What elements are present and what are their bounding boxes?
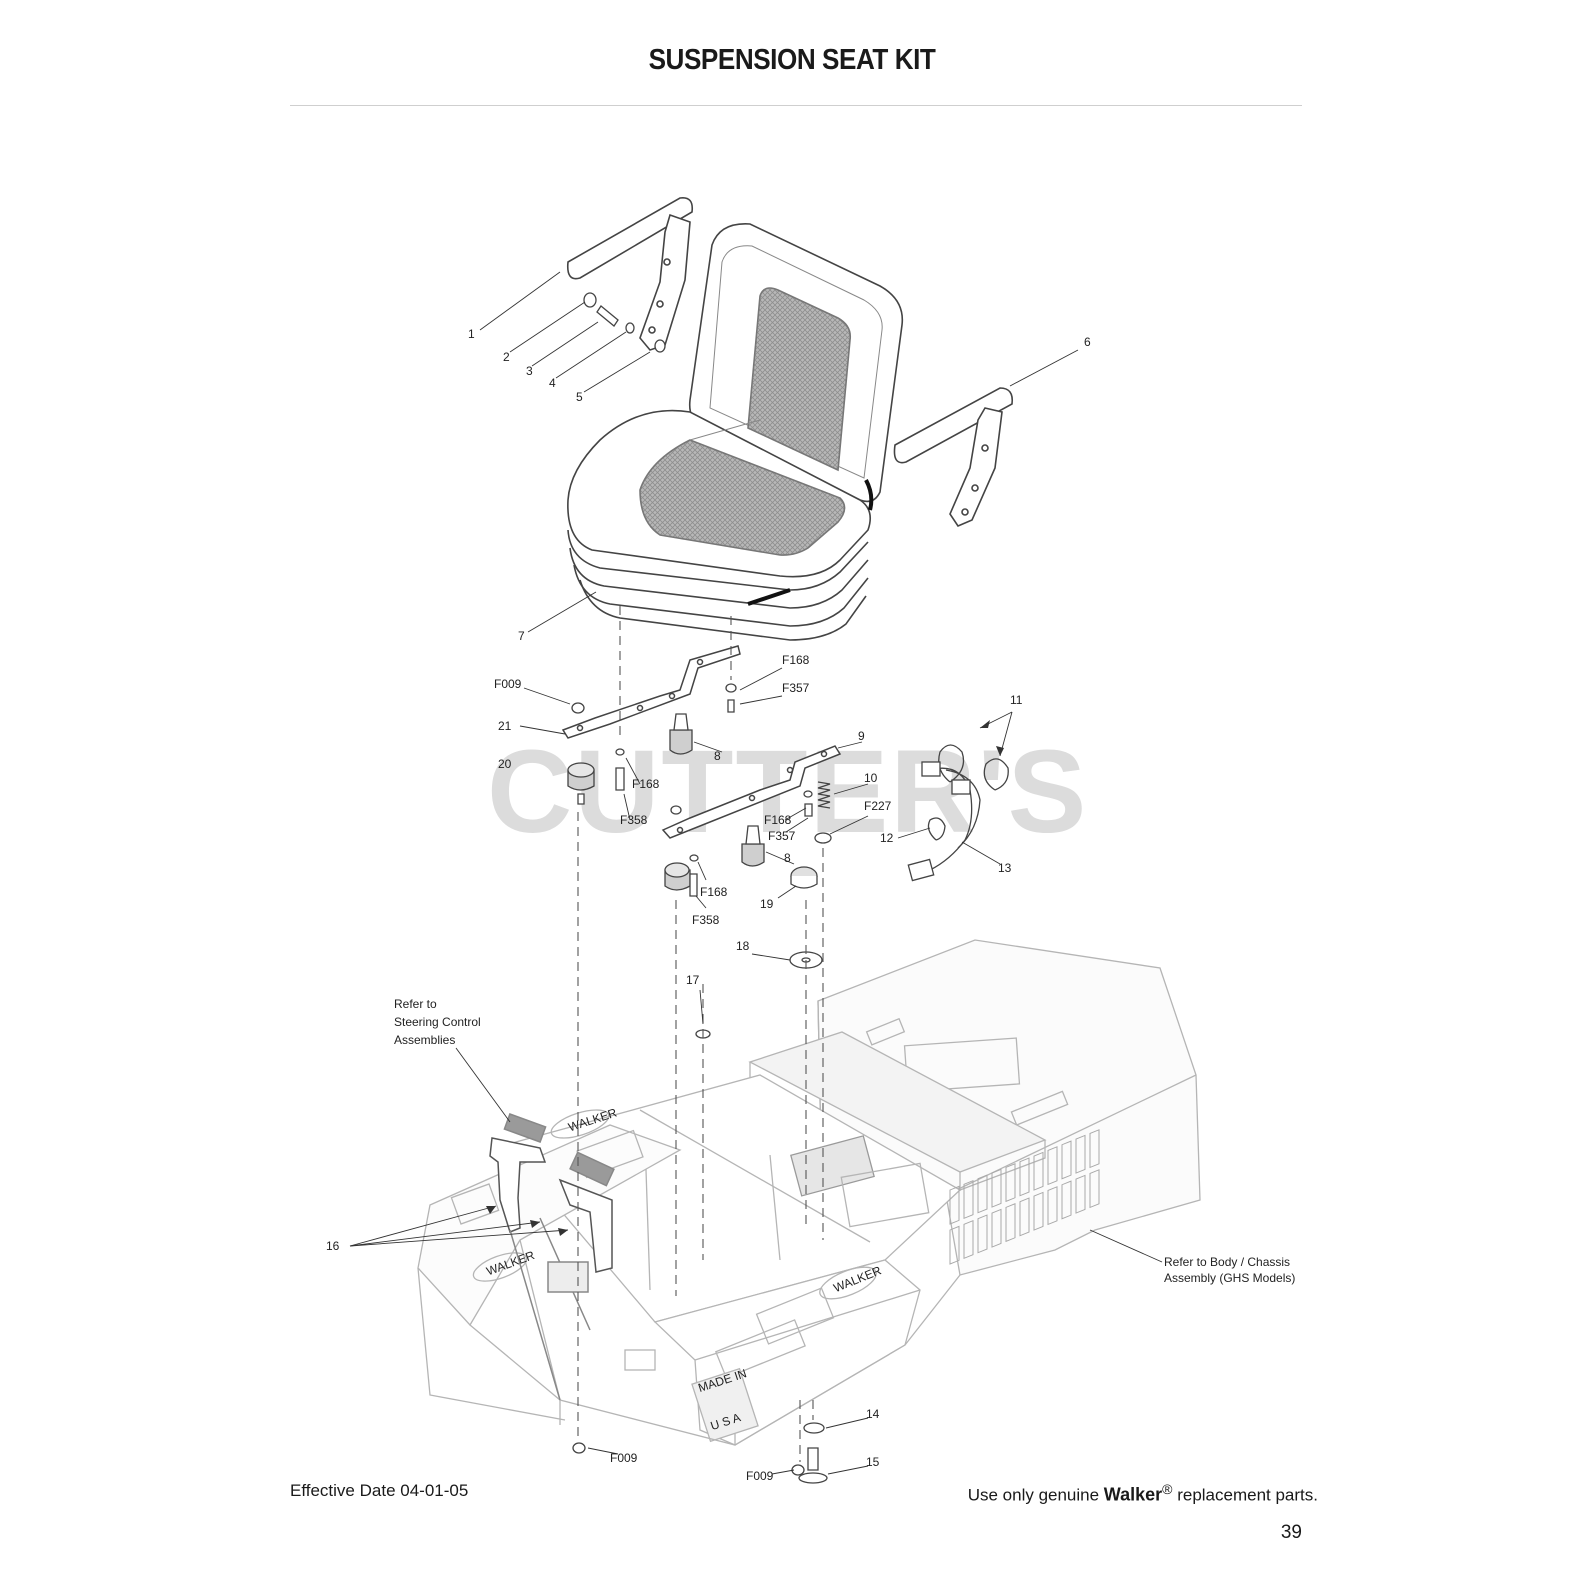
callout-16: 16	[326, 1239, 340, 1253]
note-body-line-2: Assembly (GHS Models)	[1164, 1271, 1295, 1285]
callout-f168-bottom: F168	[700, 885, 728, 899]
callout-3: 3	[526, 364, 533, 378]
genuine-prefix: Use only genuine	[967, 1485, 1104, 1505]
callout-2: 2	[503, 350, 510, 364]
note-steering-line-1: Refer to	[394, 997, 437, 1011]
callout-f009-bottom-right: F009	[746, 1469, 774, 1483]
genuine-parts-notice: Use only genuine Walker® replacement par…	[968, 1481, 1318, 1506]
note-body-line-1: Refer to Body / Chassis	[1164, 1255, 1290, 1269]
callout-f357-top: F357	[782, 681, 810, 695]
chassis-body	[417, 939, 1201, 1446]
brand-name: Walker	[1103, 1484, 1163, 1505]
callout-10: 10	[864, 771, 878, 785]
callout-f168-left: F168	[632, 777, 660, 791]
callout-f168-top: F168	[782, 653, 810, 667]
callout-12: 12	[880, 831, 894, 845]
armrest-right	[893, 387, 1014, 527]
reference-notes: Refer to Steering Control Assemblies Ref…	[394, 997, 1295, 1285]
callout-f227: F227	[864, 799, 892, 813]
callout-13: 13	[998, 861, 1012, 875]
armrest-hardware	[583, 292, 666, 353]
callout-1: 1	[468, 327, 475, 341]
callout-f357-mid: F357	[768, 829, 796, 843]
callout-5: 5	[576, 390, 583, 404]
callout-8-top: 8	[714, 749, 721, 763]
callout-18: 18	[736, 939, 750, 953]
callout-labels: 1 2 3 4 5 6 7 F009 21 20 8 F168 F358 F16…	[326, 327, 1091, 1483]
callout-19: 19	[760, 897, 774, 911]
seat-plate-9	[661, 745, 842, 839]
armrest-left	[566, 196, 694, 351]
effective-date: Effective Date 04-01-05	[290, 1481, 469, 1500]
page-number: 39	[1280, 1522, 1302, 1543]
note-steering-line-3: Assemblies	[394, 1033, 455, 1047]
chassis-vent-louvers	[949, 1129, 1100, 1265]
assembly-center-lines	[577, 606, 824, 1462]
arrow-heads	[486, 720, 1004, 1236]
seat-fasteners	[567, 683, 832, 1484]
callout-f358-left: F358	[620, 813, 648, 827]
callout-8-bottom: 8	[784, 851, 791, 865]
callout-15: 15	[866, 1455, 880, 1469]
seat-assembly	[567, 223, 904, 641]
callout-f009-bottom-left: F009	[610, 1451, 638, 1465]
steering-levers	[489, 1113, 615, 1401]
callout-11: 11	[1010, 693, 1023, 707]
callout-f009-top: F009	[494, 677, 522, 691]
callout-9: 9	[858, 729, 865, 743]
note-steering-line-2: Steering Control	[394, 1015, 481, 1029]
registered-mark: ®	[1162, 1481, 1173, 1497]
callout-7: 7	[518, 629, 525, 643]
page-title: SUSPENSION SEAT KIT	[648, 44, 936, 76]
callout-6: 6	[1084, 335, 1091, 349]
wire-harness	[907, 744, 1009, 882]
callout-20: 20	[498, 757, 512, 771]
callout-f358-bottom: F358	[692, 913, 720, 927]
title-rule	[290, 105, 1302, 106]
callout-21: 21	[498, 719, 512, 733]
callout-4: 4	[549, 376, 556, 390]
callout-f168-mid: F168	[764, 813, 792, 827]
callout-14: 14	[866, 1407, 880, 1421]
callout-17: 17	[686, 973, 700, 987]
seat-plate-21	[561, 645, 741, 739]
genuine-suffix: replacement parts.	[1172, 1485, 1318, 1505]
